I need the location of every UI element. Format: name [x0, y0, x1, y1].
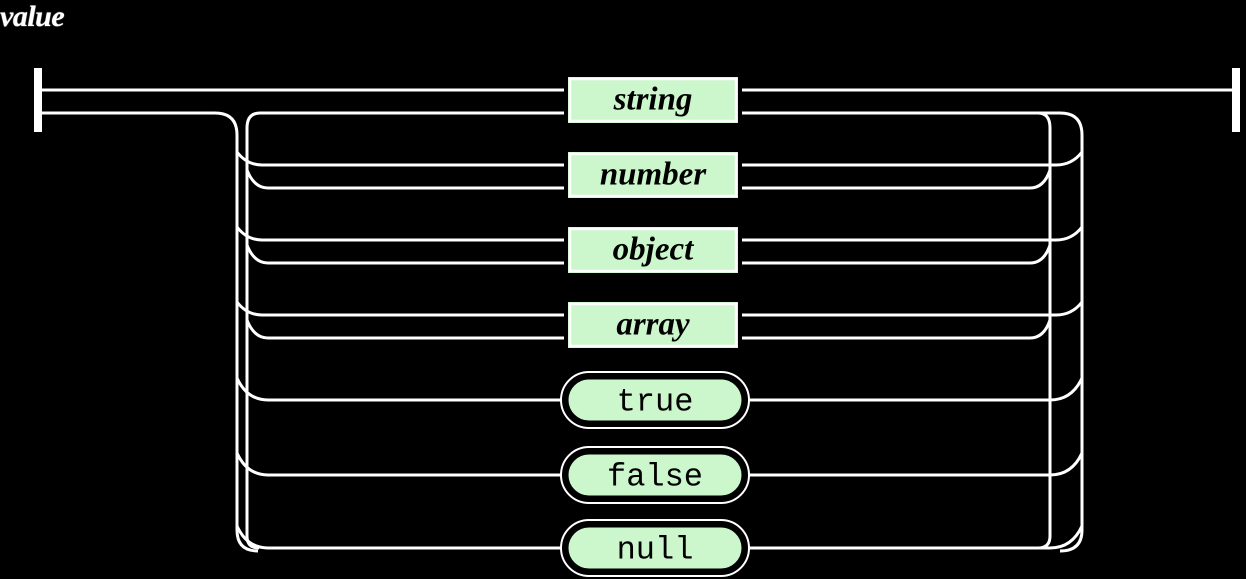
rail-right-number-upper: [740, 151, 1084, 167]
node-number[interactable]: number: [564, 148, 742, 202]
node-number-label: number: [600, 157, 708, 193]
node-array-label: array: [616, 307, 690, 343]
node-true-label: true: [617, 383, 694, 420]
rail-left-array-upper: [235, 301, 565, 317]
rail-right-array-lower: [740, 319, 1052, 340]
node-false-label: false: [607, 458, 703, 495]
rail-left-number-upper: [235, 151, 565, 167]
rail-left-false: [235, 452, 565, 477]
node-string-label: string: [613, 82, 693, 118]
rail-right-true: [740, 377, 1084, 402]
rail-exit-lower-spine: [740, 111, 1084, 553]
node-null[interactable]: null: [560, 519, 750, 577]
rail-left-array-lower: [245, 319, 565, 340]
rail-right-array-upper: [740, 301, 1084, 317]
rail-left-null: [235, 525, 565, 550]
rail-entry-lower-spine: [38, 111, 259, 553]
node-null-label: null: [617, 531, 694, 568]
rail-spine-inner-right: [740, 111, 1052, 550]
node-object[interactable]: object: [564, 223, 742, 277]
node-string[interactable]: string: [564, 73, 742, 127]
node-true[interactable]: true: [560, 371, 750, 429]
rail-left-number-lower: [245, 169, 565, 190]
rail-right-number-lower: [740, 169, 1052, 190]
rail-left-true: [235, 377, 565, 402]
rail-right-null: [740, 525, 1084, 550]
page-title: value: [0, 0, 65, 33]
rail-left-object-upper: [235, 226, 565, 242]
rail-right-object-upper: [740, 226, 1084, 242]
node-array[interactable]: array: [564, 298, 742, 352]
rail-right-false: [740, 452, 1084, 477]
node-object-label: object: [613, 232, 694, 268]
rail-left-object-lower: [245, 244, 565, 265]
node-false[interactable]: false: [560, 446, 750, 504]
rail-spine-inner-left: [245, 111, 565, 550]
rail-right-object-lower: [740, 244, 1052, 265]
